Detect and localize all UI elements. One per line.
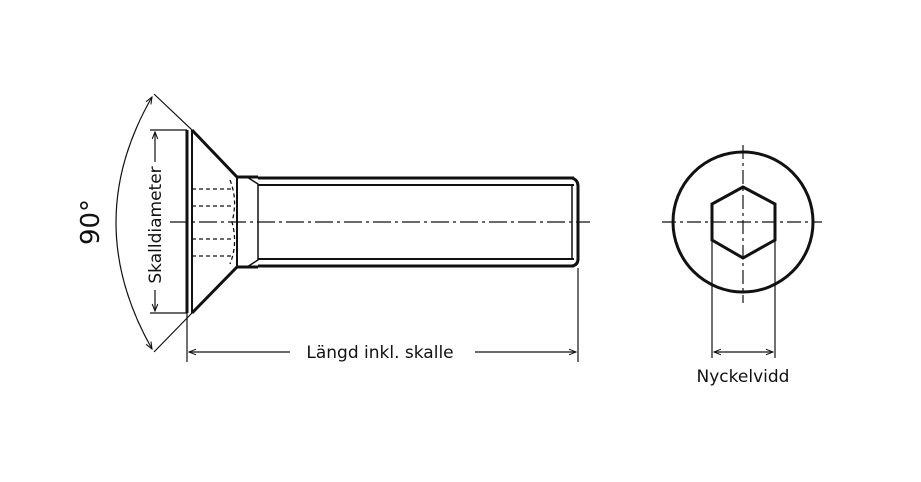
head-cone-top bbox=[190, 128, 258, 179]
head-diameter-label: Skalldiameter bbox=[146, 166, 166, 283]
head-cone-bottom bbox=[190, 265, 258, 315]
angle-dimension bbox=[115, 93, 193, 353]
head-diameter-dimension bbox=[150, 129, 187, 314]
screw-side-view bbox=[170, 128, 590, 315]
length-label: Längd inkl. skalle bbox=[306, 343, 453, 363]
angle-label: 90° bbox=[76, 199, 106, 245]
screw-end-view bbox=[662, 145, 822, 303]
key-width-dimension bbox=[711, 240, 776, 358]
key-width-label: Nyckelvidd bbox=[697, 367, 790, 387]
length-dimension bbox=[186, 268, 579, 362]
